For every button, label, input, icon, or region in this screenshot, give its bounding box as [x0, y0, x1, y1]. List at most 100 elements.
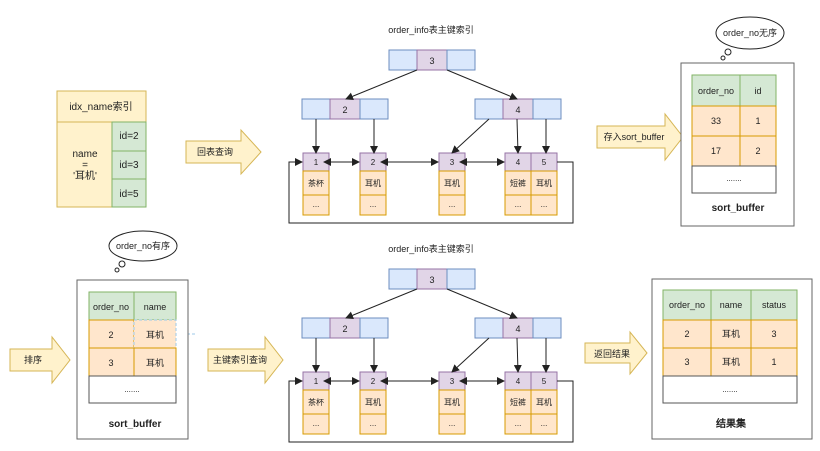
- leaf-more: ...: [370, 200, 377, 209]
- tree-title: order_info表主键索引: [388, 243, 474, 254]
- sbb-cell: 3: [108, 358, 113, 368]
- sbt-caption: sort_buffer: [712, 203, 765, 214]
- edge: [345, 288, 418, 320]
- rs-cell: 3: [684, 357, 689, 367]
- rs-cell: 耳机: [722, 328, 740, 339]
- sbb-cell: 2: [108, 330, 113, 340]
- sbb-caption: sort_buffer: [109, 419, 162, 430]
- leaf-node-1: 1 茶杯...: [302, 152, 330, 216]
- leaf-more: ...: [313, 200, 320, 209]
- edge: [513, 337, 522, 373]
- leaf-node-3: 3耳机...: [438, 371, 466, 435]
- edge: [513, 118, 522, 154]
- rs-cell: 2: [684, 329, 689, 339]
- sbt-cell: 1: [755, 116, 760, 126]
- rs-header-status: status: [762, 300, 787, 310]
- sort-buffer-top-panel: order_no无序 order_no id 33 1 17 2 .......…: [680, 16, 795, 227]
- root-node-key: 3: [429, 56, 434, 66]
- root-node-key: 3: [429, 275, 434, 285]
- arrow-pk-query: 主键索引查询: [207, 335, 284, 385]
- sbt-header-id: id: [754, 86, 761, 96]
- tree-title: order_info表主键索引: [388, 24, 474, 35]
- edge: [446, 288, 518, 320]
- leaf-name: 耳机: [536, 397, 552, 407]
- leaf-key: 4: [516, 377, 521, 386]
- arrow-return-label: 返回结果: [594, 348, 630, 359]
- result-set-panel: order_no name status 2 耳机 3 3 耳机 1 .....…: [651, 278, 813, 440]
- leaf-name: 耳机: [536, 178, 552, 188]
- idx-name-title: idx_name索引: [69, 100, 132, 113]
- leaf-node-4: 4 短裤...: [504, 152, 532, 216]
- edge: [345, 69, 418, 101]
- leaf-more: ...: [541, 419, 548, 428]
- internal-node-left-key: 2: [342, 105, 347, 115]
- internal-node-left: 2: [301, 317, 389, 339]
- idx-key-line-3: '耳机': [73, 169, 97, 182]
- leaf-key: 5: [542, 158, 547, 167]
- rs-cell: 耳机: [722, 356, 740, 367]
- idx-key-line-1: name: [72, 149, 97, 160]
- leaf-more: ...: [515, 419, 522, 428]
- internal-node-right-key: 4: [515, 324, 520, 334]
- leaf-name: 耳机: [444, 178, 460, 188]
- rs-header-order-no: order_no: [669, 300, 705, 310]
- leaf-node-1: 1茶杯...: [302, 371, 330, 435]
- internal-node-left-key: 2: [342, 324, 347, 334]
- internal-node-right: 4: [474, 317, 562, 339]
- leaf-name: 短裤: [510, 178, 526, 188]
- edge: [446, 69, 518, 101]
- arrow-sort: 排序: [9, 335, 71, 385]
- rs-caption: 结果集: [716, 417, 747, 430]
- leaf-key: 1: [314, 158, 319, 167]
- leaf-key: 3: [450, 158, 455, 167]
- rs-header-name: name: [720, 300, 743, 310]
- arrow-return-result: 返回结果: [584, 330, 648, 376]
- leaf-node-4: 4 短裤...: [504, 371, 532, 435]
- internal-node-right: 4: [474, 98, 562, 120]
- edge: [451, 118, 490, 154]
- leaf-loop-link: [288, 377, 574, 443]
- leaf-name: 耳机: [365, 397, 381, 407]
- leaf-name: 茶杯: [308, 397, 324, 407]
- leaf-more: ...: [515, 200, 522, 209]
- leaf-node-2: 2耳机...: [359, 152, 387, 216]
- bubble-ordered: order_no有序: [116, 240, 170, 251]
- sbt-cell: 33: [711, 116, 721, 126]
- rs-cell: 3: [771, 329, 776, 339]
- leaf-name: 茶杯: [308, 178, 324, 188]
- edge: [451, 337, 490, 373]
- leaf-node-2: 2耳机...: [359, 371, 387, 435]
- internal-node-left: 2: [301, 98, 389, 120]
- leaf-loop-link: [288, 158, 574, 224]
- idx-id-3: id=5: [119, 189, 139, 200]
- arrow-back-to-table-label: 回表查询: [197, 146, 233, 157]
- root-node: 3: [388, 49, 476, 71]
- root-node: 3: [388, 268, 476, 290]
- sort-buffer-bottom-panel: order_no有序 order_no name 2 耳机 3 耳机 .....…: [76, 230, 189, 440]
- leaf-key: 4: [516, 158, 521, 167]
- sbt-header-order-no: order_no: [698, 86, 734, 96]
- arrow-back-to-table: 回表查询: [185, 128, 262, 176]
- leaf-name: 短裤: [510, 397, 526, 407]
- sbb-more: .......: [124, 385, 140, 394]
- sbt-cell: 2: [755, 146, 760, 156]
- leaf-more: ...: [370, 419, 377, 428]
- arrow-store-label: 存入sort_buffer: [604, 131, 665, 142]
- leaf-more: ...: [449, 419, 456, 428]
- idx-name-index-panel: idx_name索引 name = '耳机' id=2 id=3 id=5: [56, 90, 147, 208]
- rs-more: .......: [722, 385, 738, 394]
- bubble-unordered: order_no无序: [723, 27, 777, 38]
- arrow-sort-label: 排序: [24, 354, 42, 365]
- idx-id-1: id=2: [119, 131, 139, 142]
- sbt-cell: 17: [711, 146, 721, 156]
- leaf-node-5: 5耳机...: [530, 371, 558, 435]
- rs-cell: 1: [771, 357, 776, 367]
- arrow-store-sort-buffer: 存入sort_buffer: [596, 112, 684, 162]
- leaf-key: 1: [314, 377, 319, 386]
- arrow-pk-query-label: 主键索引查询: [213, 354, 267, 365]
- sbb-cell: 耳机: [146, 357, 164, 368]
